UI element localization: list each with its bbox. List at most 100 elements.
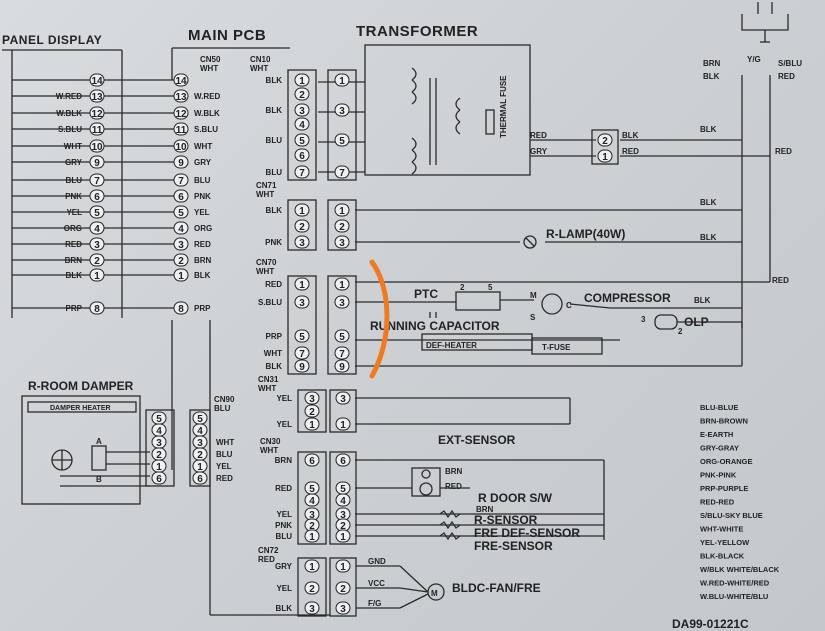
- pcb-cn50-pin-4-shell: [173, 139, 189, 153]
- pcb-cn50-pin-7-shell: [173, 189, 189, 203]
- compressor-c: C: [566, 301, 572, 310]
- cn30-mate-pin-1: 5: [340, 484, 346, 495]
- panel-pin-3-shell: [89, 122, 105, 136]
- right-wire-blk4: BLK: [694, 296, 711, 305]
- cn70-label: CN70: [256, 258, 277, 267]
- doc-number: DA99-01221C: [672, 617, 749, 631]
- cn10-pin-6: 7: [299, 168, 305, 179]
- cn90-mate-pin-5: 6: [197, 474, 203, 485]
- cn30-mate-pin-2-shell: [335, 493, 351, 507]
- pcb-cn50-pin-9-shell: [173, 221, 189, 235]
- cn30-mate-pin-4: 2: [340, 521, 346, 532]
- cn70-wire-label-0: RED: [265, 280, 282, 289]
- cn31-pin-1: 2: [309, 407, 315, 418]
- pcb-cn50-pin-10-shell: [173, 237, 189, 251]
- cn70-mate-pin-2: 5: [339, 332, 345, 343]
- cn10-mate-pin-6: 7: [339, 168, 345, 179]
- cn10-mate-pin-6-shell: [334, 165, 350, 179]
- door-switch-and-sensors: BRN RED R DOOR S/W BRN R-SENSOR FRE DEF-…: [355, 459, 605, 553]
- pcb-cn50-pin-6: 7: [178, 176, 184, 187]
- panel-pin-13: 8: [94, 304, 100, 315]
- cn10-wire-label-6: BLU: [266, 168, 283, 177]
- fre-sensor-label: FRE-SENSOR: [474, 539, 553, 553]
- r-lamp: R-LAMP(40W): [523, 227, 625, 249]
- panel-wire-label-11: BRN: [65, 256, 83, 265]
- pcb-cn50-pin-3: 11: [176, 125, 187, 136]
- cn72-pin-0: 1: [309, 562, 315, 573]
- cn10-pin-3-shell: [294, 117, 310, 131]
- cn31-block: CN31 WHT: [258, 375, 279, 393]
- power-plug: Y/G BRN BLK S/BLU RED: [703, 2, 802, 328]
- cn72-color: RED: [258, 555, 275, 564]
- power-brn-label: BRN: [703, 59, 721, 68]
- pcb-cn50-pin-2: 12: [175, 109, 187, 120]
- cn10-pin-5-shell: [294, 148, 310, 162]
- ext-sensor-label: EXT-SENSOR: [438, 433, 516, 447]
- def-heater-label: DEF-HEATER: [426, 341, 477, 350]
- cn30-pin-5: 1: [309, 532, 315, 543]
- cn30-pin-4: 2: [309, 521, 315, 532]
- pcb-cn50-pin-5-shell: [173, 155, 189, 169]
- cn30-wire-label-1: RED: [275, 484, 292, 493]
- panel-pin-5-shell: [89, 155, 105, 169]
- cn90-mate-pin-2: 3: [197, 438, 203, 449]
- cn71-pin-1-shell: [294, 219, 310, 233]
- cn72-wire-label-2: BLK: [276, 604, 293, 613]
- pcb-cn50-pin-7: 6: [178, 192, 184, 203]
- cn10-wire-label-4: BLU: [266, 136, 283, 145]
- pcb-cn50-pin-2-shell: [173, 106, 189, 120]
- cn72-mate-pin-2: 3: [340, 604, 346, 615]
- power-blk-label: BLK: [703, 72, 720, 81]
- cn31-mate-pin-2: 1: [340, 420, 346, 431]
- cn72-block: CN72 RED: [258, 546, 279, 564]
- cn72-pin-2-shell: [304, 601, 320, 615]
- legend-item-5: PNK-PINK: [700, 471, 737, 480]
- cn70-pin-4: 9: [299, 362, 305, 373]
- panel-pin-8-shell: [89, 205, 105, 219]
- cn90-mate-pin-0: 5: [197, 414, 203, 425]
- sensor-brn-label: BRN: [476, 505, 494, 514]
- cn70-pin-2: 5: [299, 332, 305, 343]
- door-red: RED: [445, 482, 462, 491]
- cn90-mate-pin-3: 2: [197, 450, 203, 461]
- compressor-s: S: [530, 313, 536, 322]
- cn72-wire-label-0: GRY: [275, 562, 293, 571]
- pcb-cn50-pin-11-shell: [173, 253, 189, 267]
- cn31-mate-pin-0-shell: [335, 391, 351, 405]
- legend-item-2: E-EARTH: [700, 430, 733, 439]
- cn31-label: CN31: [258, 375, 279, 384]
- cn10-pin-1-shell: [294, 87, 310, 101]
- cn50-wire-label-3: S.BLU: [194, 125, 218, 134]
- panel-pin-1: 13: [91, 92, 103, 103]
- pcb-cn50-pin-8-shell: [173, 205, 189, 219]
- cn31-pin-0: 3: [309, 394, 315, 405]
- ptc-pin2: 2: [460, 283, 465, 292]
- panel-pin-10-shell: [89, 237, 105, 251]
- cn72-wire-label-1: YEL: [276, 584, 292, 593]
- pcb-cn50-pin-3-shell: [173, 122, 189, 136]
- cn72-pin-0-shell: [304, 559, 320, 573]
- olp-pin3: 3: [641, 315, 646, 324]
- pcb-cn50-pin-0: 14: [175, 76, 187, 87]
- cn50-wire-label-7: PNK: [194, 192, 211, 201]
- cn30-pin-1: 5: [309, 484, 315, 495]
- cn71-mate-pin-2-shell: [334, 235, 350, 249]
- panel-wire-label-8: YEL: [66, 208, 82, 217]
- cn50-wire-label-11: BRN: [194, 256, 212, 265]
- cn70-color: WHT: [256, 267, 274, 276]
- cn71-mate-pin-2: 3: [339, 238, 345, 249]
- yg-label: Y/G: [747, 55, 761, 64]
- bldc-fan: M BLDC-FAN/FRE: [399, 565, 541, 609]
- cn90-mate-pin-5-shell: [192, 471, 208, 485]
- r-room-damper: R-ROOM DAMPER DAMPER HEATER A B: [21, 379, 150, 505]
- legend-item-9: WHT-WHITE: [700, 525, 743, 534]
- cn90-pin-5-shell: [151, 471, 167, 485]
